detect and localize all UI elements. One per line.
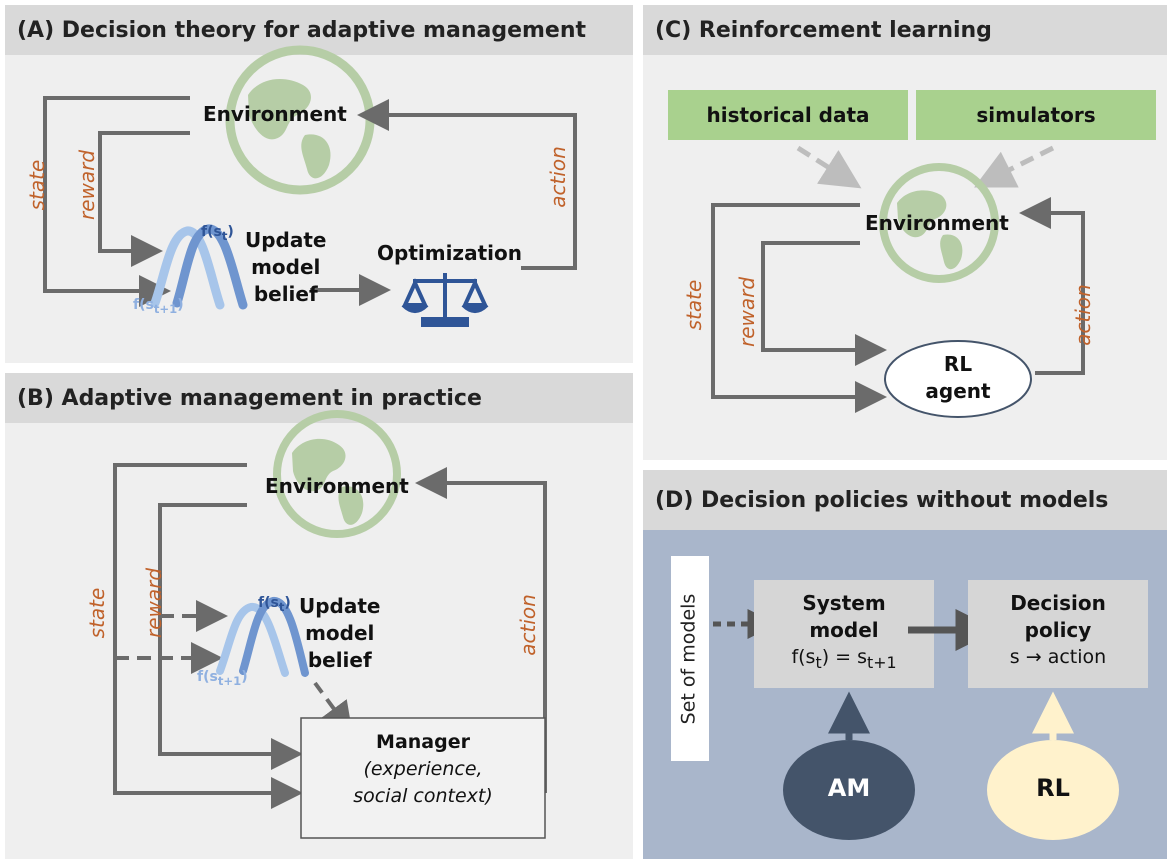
b-update-label: Update model belief bbox=[299, 593, 381, 674]
b-update-line2: model bbox=[305, 621, 375, 645]
manager-sub1: (experience, bbox=[363, 758, 483, 780]
a-update-line1: Update bbox=[245, 228, 327, 252]
simulators-to-env-arrow bbox=[974, 145, 1055, 188]
b-reward-label: reward bbox=[142, 567, 166, 639]
globe-icon bbox=[879, 163, 999, 283]
a-update-line3: belief bbox=[253, 282, 318, 306]
rl-agent-line1: RL bbox=[943, 352, 973, 376]
set-of-models-label: Set of models bbox=[677, 593, 700, 725]
am-label: AM bbox=[827, 774, 871, 802]
panel-a: (A) Decision theory for adaptive managem… bbox=[5, 5, 633, 363]
a-state-label: state bbox=[25, 159, 49, 211]
belief-curves-icon bbox=[150, 224, 248, 310]
a-environment-label: Environment bbox=[203, 102, 347, 126]
panel-c-title: (C) Reinforcement learning bbox=[643, 5, 1167, 55]
b-state-arrow bbox=[113, 463, 303, 809]
manager-title: Manager bbox=[376, 731, 470, 753]
c-action-arrow bbox=[1019, 197, 1085, 375]
c-environment-label: Environment bbox=[865, 211, 1009, 235]
panel-a-diagram bbox=[43, 45, 577, 327]
system-line2: model bbox=[809, 618, 879, 642]
historical-data-box bbox=[668, 90, 908, 140]
b-environment-label: Environment bbox=[265, 474, 409, 498]
rl-agent-ellipse bbox=[884, 340, 1032, 418]
am-ellipse bbox=[783, 740, 915, 840]
rl-ellipse bbox=[987, 740, 1119, 840]
c-state-label: state bbox=[682, 279, 706, 331]
rl-agent-line2: agent bbox=[925, 379, 991, 403]
belief-curves-icon bbox=[216, 597, 309, 677]
panel-d: (D) Decision policies without models Set… bbox=[643, 470, 1167, 859]
decision-policy-box bbox=[968, 580, 1148, 688]
balance-scale-icon bbox=[401, 273, 489, 327]
manager-sub2: social context) bbox=[353, 785, 493, 807]
panel-a-title: (A) Decision theory for adaptive managem… bbox=[5, 5, 633, 55]
policy-line1: Decision bbox=[1010, 591, 1106, 615]
c-reward-arrow bbox=[761, 241, 887, 366]
a-reward-label: reward bbox=[75, 149, 99, 221]
panel-c-diagram bbox=[668, 90, 1156, 418]
historical-to-env-arrow bbox=[796, 145, 862, 189]
system-model-text: System model f(st) = st+1 bbox=[754, 590, 934, 676]
b-update-line3: belief bbox=[307, 648, 372, 672]
policy-equation: s → action bbox=[1009, 646, 1107, 668]
a-action-label: action bbox=[546, 146, 570, 208]
b-update-line1: Update bbox=[299, 594, 381, 618]
rl-agent-label: RL agent bbox=[885, 351, 1031, 405]
a-f-st-label: f(st) bbox=[201, 224, 234, 243]
reward-arrow bbox=[98, 131, 190, 267]
a-update-line2: model bbox=[251, 255, 321, 279]
set-of-models-box bbox=[671, 556, 709, 761]
b-state-label: state bbox=[85, 587, 109, 639]
state-arrow bbox=[43, 96, 190, 307]
panel-b: (B) Adaptive management in practice bbox=[5, 373, 633, 859]
simulators-label: simulators bbox=[976, 103, 1096, 127]
historical-data-label: historical data bbox=[706, 103, 870, 127]
action-arrow bbox=[357, 99, 577, 270]
b-f-st1-label: f(st+1) bbox=[197, 669, 248, 688]
b-action-arrow bbox=[415, 467, 547, 793]
manager-text: Manager (experience, social context) bbox=[301, 729, 545, 810]
c-state-arrow bbox=[711, 203, 887, 413]
manager-box bbox=[300, 717, 546, 839]
panel-b-diagram bbox=[113, 410, 547, 839]
rl-label: RL bbox=[1036, 774, 1070, 802]
policy-line2: policy bbox=[1024, 618, 1092, 642]
b-reward-arrow bbox=[158, 503, 303, 770]
decision-policy-text: Decision policy s → action bbox=[968, 590, 1148, 671]
b-f-st-label: f(st) bbox=[258, 595, 291, 614]
b-action-label: action bbox=[516, 594, 540, 656]
a-f-st1-label: f(st+1) bbox=[133, 297, 184, 316]
system-model-box bbox=[754, 580, 934, 688]
system-equation: f(st) = st+1 bbox=[791, 646, 897, 672]
system-line1: System bbox=[802, 591, 886, 615]
simulators-box bbox=[916, 90, 1156, 140]
a-optimization-label: Optimization bbox=[377, 241, 522, 265]
a-update-label: Update model belief bbox=[245, 227, 327, 308]
panel-c: (C) Reinforcement learning historical da… bbox=[643, 5, 1167, 460]
globe-icon bbox=[273, 410, 401, 538]
panel-d-title: (D) Decision policies without models bbox=[643, 470, 1167, 530]
c-action-label: action bbox=[1071, 284, 1095, 346]
panel-d-diagram bbox=[671, 556, 1148, 840]
c-reward-label: reward bbox=[735, 276, 759, 348]
